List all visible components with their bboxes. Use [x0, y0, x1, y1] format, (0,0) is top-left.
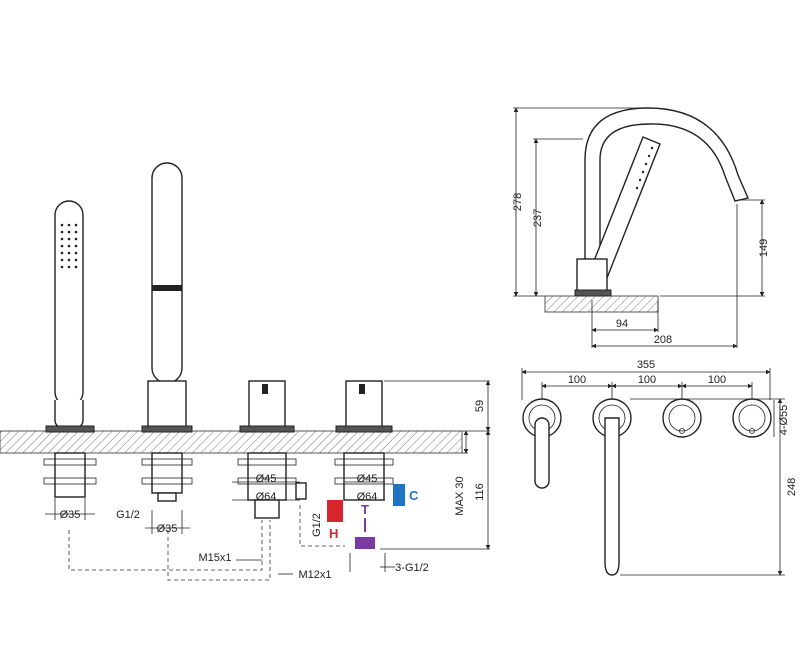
- dim-g12-b: G1/2: [311, 513, 323, 537]
- tee-label: T: [361, 502, 369, 517]
- top-view: 355 100 100 100 4-Ø55 248: [521, 359, 798, 576]
- cold-port: [393, 484, 405, 506]
- hose-connection-1: [68, 520, 263, 571]
- hot-label: H: [329, 526, 338, 541]
- front-view: H C T Ø35 G1/2 Ø35 Ø45 Ø64 Ø45 Ø64 G1/2 …: [0, 162, 491, 581]
- dim-dia45-a: Ø45: [256, 473, 277, 485]
- front-deck: [0, 430, 463, 454]
- top-handshower: [534, 417, 550, 489]
- dim-m15: M15x1: [198, 552, 231, 564]
- top-spout: [604, 417, 620, 576]
- front-spout-base: [147, 380, 187, 432]
- front-handshower-nozzles: [60, 223, 78, 269]
- spacing-1: 100: [568, 374, 586, 386]
- dim-dia35-b: Ø35: [157, 523, 178, 535]
- dim-dia64-a: Ø64: [256, 491, 277, 503]
- dim-94: 94: [616, 318, 628, 330]
- dim-dia35-a: Ø35: [60, 509, 81, 521]
- front-shank-2: [151, 452, 183, 494]
- tee-port: [355, 537, 375, 549]
- side-handshower-nozzles: [635, 146, 654, 190]
- dim-3-g12: 3-G1/2: [395, 562, 429, 574]
- cold-label: C: [409, 488, 419, 503]
- dim-g12-a: G1/2: [116, 509, 140, 521]
- front-handshower-holder: [54, 400, 84, 430]
- hot-port: [327, 500, 343, 522]
- dim-116: 116: [474, 483, 486, 501]
- hose-connection-2: [167, 520, 271, 581]
- dim-m12: M12x1: [298, 569, 331, 581]
- side-spout: [584, 107, 749, 263]
- side-deck: [544, 295, 659, 313]
- front-shank-1: [54, 452, 86, 498]
- dim-237: 237: [532, 209, 544, 227]
- dim-max30: MAX 30: [454, 476, 466, 515]
- dim-dia45-b: Ø45: [357, 473, 378, 485]
- dim-59: 59: [474, 400, 486, 412]
- dim-dia64-b: Ø64: [357, 491, 378, 503]
- dim-208: 208: [654, 334, 672, 346]
- hose-connection-3: [299, 505, 345, 547]
- dim-149: 149: [758, 239, 770, 257]
- dim-278: 278: [512, 193, 524, 211]
- front-valve-body-2: [343, 452, 385, 501]
- spacing-2: 100: [638, 374, 656, 386]
- front-spout: [151, 162, 183, 384]
- spacing-3: 100: [708, 374, 726, 386]
- side-view: 278 237 149 94 208: [512, 107, 770, 349]
- dim-355: 355: [637, 359, 655, 371]
- dim-248: 248: [786, 478, 798, 496]
